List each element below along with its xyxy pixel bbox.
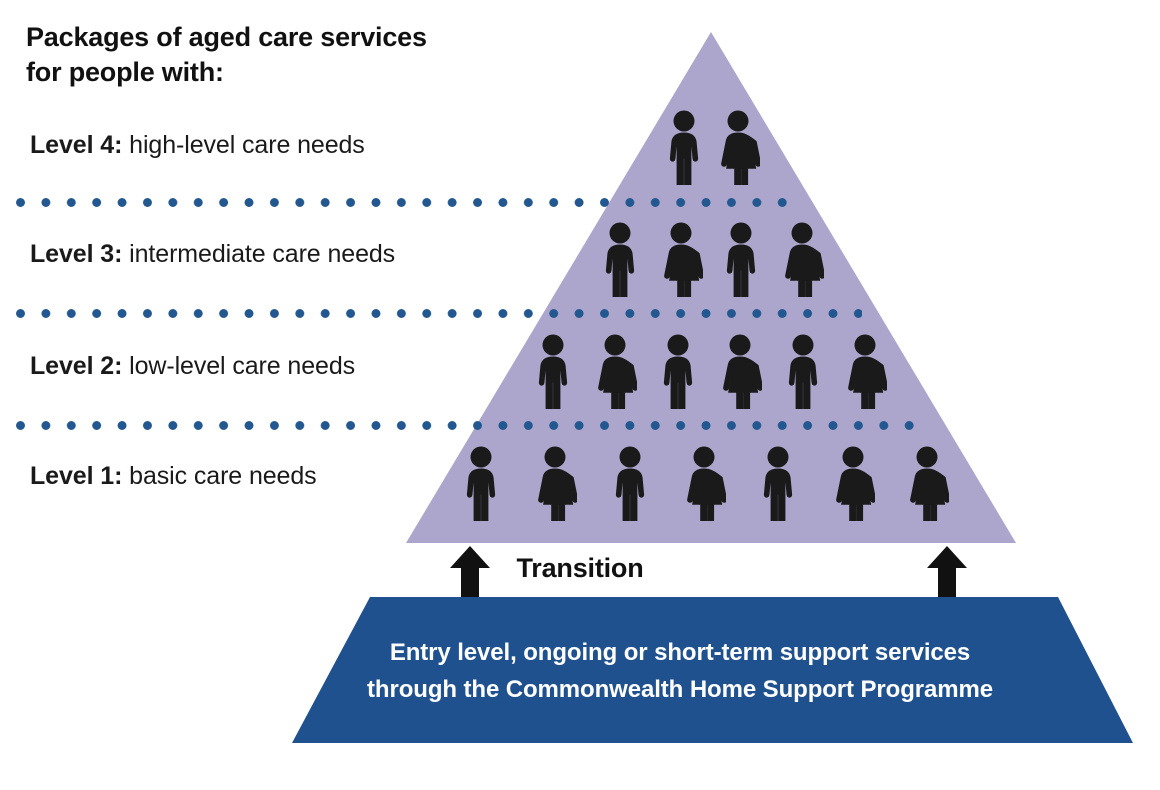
level-3-name: Level 3: — [30, 240, 123, 268]
level-2-figure-row — [531, 334, 887, 409]
level-3-figure-row — [598, 222, 824, 297]
page-title-line-1: Packages of aged care services — [26, 22, 427, 52]
person-male-icon — [608, 446, 652, 521]
level-2-description: low-level care needs — [122, 352, 356, 380]
page-title-line-2: for people with: — [26, 57, 224, 88]
level-4-label: Level 4: high-level care needs — [30, 131, 365, 160]
person-male-icon — [719, 222, 763, 297]
person-female-icon — [659, 222, 703, 297]
level-4-figure-row — [662, 110, 760, 185]
person-female-icon — [593, 334, 638, 409]
level-1-name: Level 1: — [30, 462, 123, 490]
person-female-icon — [831, 446, 875, 521]
person-male-icon — [781, 334, 825, 409]
support-programme-banner-text: Entry level, ongoing or short-term suppo… — [300, 634, 1060, 708]
banner-line-2: through the Commonwealth Home Support Pr… — [367, 676, 993, 704]
person-male-icon — [459, 446, 503, 521]
divider-level3-level2 — [16, 309, 862, 318]
person-female-icon — [716, 110, 760, 185]
person-female-icon — [780, 222, 824, 297]
transition-arrow-right-icon — [927, 546, 967, 598]
person-female-icon — [682, 446, 726, 521]
level-2-label: Level 2: low-level care needs — [30, 352, 355, 381]
transition-label: Transition — [516, 553, 644, 583]
person-male-icon — [662, 110, 706, 185]
level-3-description: intermediate care needs — [122, 240, 396, 268]
page-title: Packages of aged care services for peopl… — [26, 20, 546, 90]
level-1-figure-row — [459, 446, 949, 521]
level-3-label: Level 3: intermediate care needs — [30, 240, 395, 269]
level-2-name: Level 2: — [30, 352, 123, 380]
banner-line-1: Entry level, ongoing or short-term suppo… — [389, 639, 971, 666]
person-female-icon — [905, 446, 949, 521]
divider-level4-level3 — [16, 198, 800, 207]
person-male-icon — [598, 222, 642, 297]
transition-arrow-left-icon — [450, 546, 490, 598]
person-male-icon — [656, 334, 700, 409]
level-4-description: high-level care needs — [122, 131, 365, 159]
level-4-name: Level 4: — [30, 131, 123, 159]
level-1-label: Level 1: basic care needs — [30, 462, 317, 491]
level-1-description: basic care needs — [122, 462, 317, 490]
person-male-icon — [756, 446, 800, 521]
person-female-icon — [843, 334, 887, 409]
person-male-icon — [531, 334, 575, 409]
divider-level2-level1 — [16, 421, 924, 430]
person-female-icon — [533, 446, 578, 521]
person-female-icon — [718, 334, 763, 409]
